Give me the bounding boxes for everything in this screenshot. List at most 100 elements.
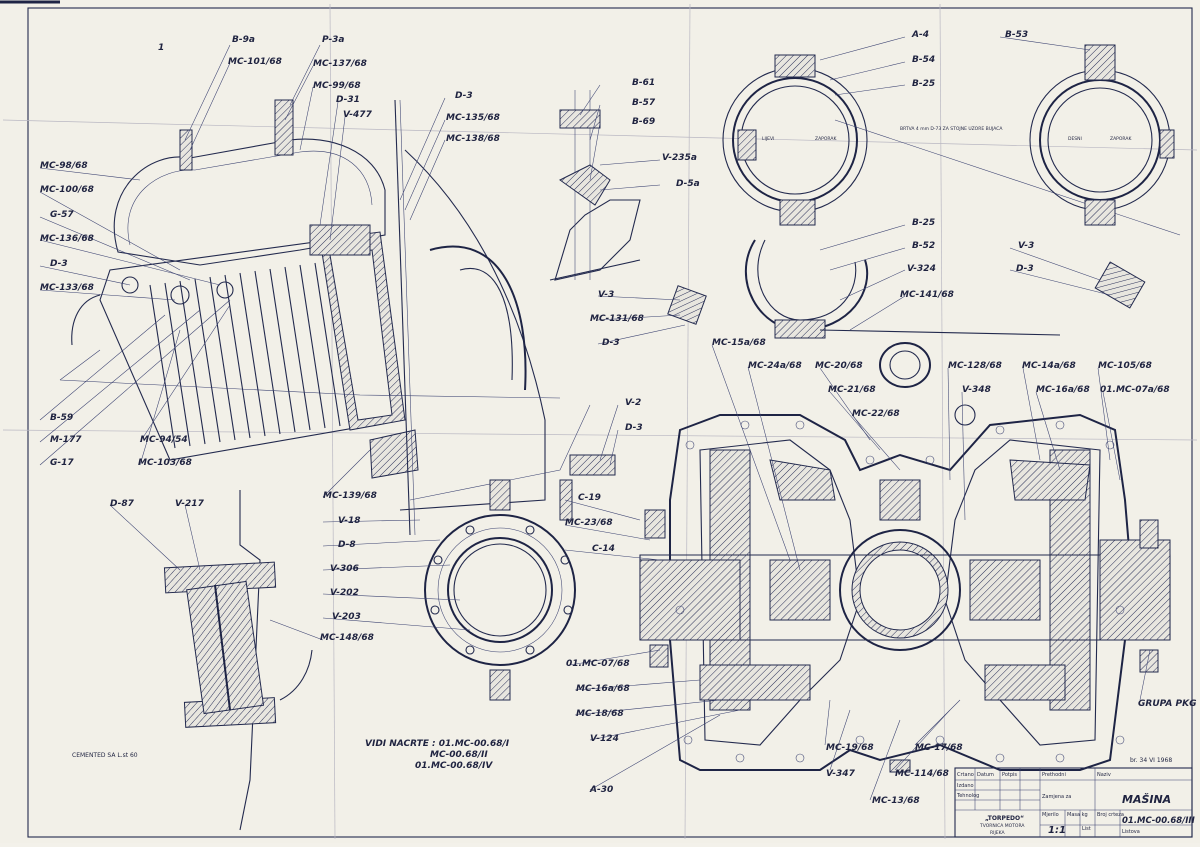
label-d3-left: D-3 — [50, 259, 68, 269]
label-v18: V-18 — [338, 516, 361, 526]
label-v306: V-306 — [330, 564, 359, 574]
label-a30: A-30 — [589, 785, 613, 795]
tb-datum: Datum — [977, 772, 994, 778]
title-block: Crtano Izdano Tehnolog Datum Potpis Pret… — [954, 767, 1195, 838]
tb-masa: Masa kg — [1067, 812, 1088, 818]
label-m177: M-177 — [50, 435, 82, 445]
label-mc98: MC-98/68 — [40, 161, 88, 171]
label-p3a: P-3a — [322, 35, 345, 45]
label-mc07a: 01.MC-07a/68 — [1100, 385, 1170, 395]
label-mc99: MC-99/68 — [313, 81, 361, 91]
label-a4: A-4 — [911, 30, 929, 40]
label-mc139: MC-139/68 — [323, 491, 377, 501]
label-mc21: MC-21/68 — [828, 385, 876, 395]
tb-izdano: Izdano — [957, 783, 974, 789]
tb-zamjena: Zamjena za — [1042, 794, 1071, 800]
label-d3-top: D-3 — [455, 91, 473, 101]
note-gasket: BRTVA 4 mm D-73 ZA STOJNE UZORE BUJACA — [900, 126, 1003, 132]
note-see-drawings-2: MC-00.68/II — [430, 750, 488, 760]
fold-lines — [2, 3, 1198, 840]
label-d5a: D-5a — [676, 179, 700, 189]
label-mc94: MC-94/54 — [140, 435, 188, 445]
label-v348: V-348 — [962, 385, 991, 395]
label-g17: G-17 — [50, 458, 74, 468]
label-mc16a-bot: MC-16a/68 — [576, 684, 630, 694]
tb-company-sub: TVORNICA MOTORA — [979, 823, 1025, 829]
cylinder-assembly-view — [59, 99, 591, 536]
label-mc15a: MC-15a/68 — [712, 338, 766, 348]
label-v124: V-124 — [590, 734, 619, 744]
tb-broj: Broj crteza — [1097, 812, 1124, 818]
bracket-detail-view — [549, 90, 641, 281]
stud-tube-view — [163, 490, 313, 831]
drawing-notes: VIDI NACRTE : 01.MC-00.68/I MC-00.68/II … — [72, 126, 1172, 771]
tb-tehnolog: Tehnolog — [956, 793, 979, 799]
label-b53: B-53 — [1005, 30, 1028, 40]
label-mc22: MC-22/68 — [852, 409, 900, 419]
label-b9a: B-9a — [232, 35, 255, 45]
label-mc13: MC-13/68 — [872, 796, 920, 806]
label-b59: B-59 — [50, 413, 73, 423]
label-mc128: MC-128/68 — [948, 361, 1002, 371]
label-mc24a: MC-24a/68 — [748, 361, 802, 371]
drawing-frame — [27, 7, 1193, 838]
label-c14: C-14 — [592, 544, 615, 554]
label-one: 1 — [158, 43, 164, 53]
label-mc141: MC-141/68 — [900, 290, 954, 300]
tb-city: RIJEKA — [990, 830, 1005, 836]
label-mc14a: MC-14a/68 — [1022, 361, 1076, 371]
label-mc137: MC-137/68 — [313, 59, 367, 69]
label-mc138: MC-138/68 — [446, 134, 500, 144]
label-mc16a-top: MC-16a/68 — [1036, 385, 1090, 395]
label-v203: V-203 — [332, 612, 361, 622]
label-b25-bot: B-25 — [912, 218, 935, 228]
label-mc135: MC-135/68 — [446, 113, 500, 123]
label-mc19: MC-19/68 — [826, 743, 874, 753]
label-v324: V-324 — [907, 264, 936, 274]
label-v217: V-217 — [175, 499, 205, 509]
label-b54: B-54 — [912, 55, 935, 65]
label-mc100: MC-100/68 — [40, 185, 94, 195]
label-d3-right: D-3 — [1016, 264, 1034, 274]
tb-crtano: Crtano — [957, 772, 974, 778]
tb-drawing-number: 01.MC-00.68/III — [1122, 816, 1195, 826]
label-b61: B-61 — [632, 78, 655, 88]
label-mc20: MC-20/68 — [815, 361, 863, 371]
label-v202: V-202 — [330, 588, 359, 598]
note-see-drawings: VIDI NACRTE : 01.MC-00.68/I — [365, 739, 510, 749]
label-mc23: MC-23/68 — [565, 518, 613, 528]
tb-drawing-name: MAŠINA — [1122, 792, 1171, 806]
label-d31: D-31 — [336, 95, 360, 105]
label-grupa: GRUPA PKG — [1138, 699, 1196, 709]
tb-naziv: Naziv — [1097, 772, 1111, 778]
label-mc07: 01.MC-07/68 — [566, 659, 630, 669]
note-lijevi: LIJEVI — [762, 136, 774, 142]
label-v3-right: V-3 — [1018, 241, 1034, 251]
note-zaporak-right: ZAPORAK — [1110, 136, 1132, 142]
label-d3-lower: D-3 — [625, 423, 643, 433]
label-mc101: MC-101/68 — [228, 57, 282, 67]
label-v2: V-2 — [625, 398, 641, 408]
crankcase-section — [639, 404, 1171, 773]
tb-potpis: Potpis — [1002, 772, 1017, 778]
note-see-drawings-3: 01.MC-00.68/IV — [415, 761, 493, 771]
tb-scale-value: 1:1 — [1048, 825, 1066, 836]
note-stamp: br. 34 VI 1968 — [1130, 757, 1172, 764]
label-mc103: MC-103/68 — [138, 458, 192, 468]
label-mc17: MC-17/68 — [915, 743, 963, 753]
label-mc18: MC-18/68 — [576, 709, 624, 719]
label-g57: G-57 — [50, 210, 74, 220]
label-b69: B-69 — [632, 117, 655, 127]
label-mc136: MC-136/68 — [40, 234, 94, 244]
note-desni: DESNI — [1068, 136, 1082, 142]
label-c19: C-19 — [578, 493, 601, 503]
label-v235a: V-235a — [662, 153, 697, 163]
label-mc114: MC-114/68 — [895, 769, 949, 779]
label-mc133: MC-133/68 — [40, 283, 94, 293]
label-d87: D-87 — [110, 499, 135, 509]
small-bolt-detail — [667, 261, 1146, 388]
label-v3-mid: V-3 — [598, 290, 614, 300]
label-mc131: MC-131/68 — [590, 314, 644, 324]
tb-list: List — [1082, 826, 1091, 832]
